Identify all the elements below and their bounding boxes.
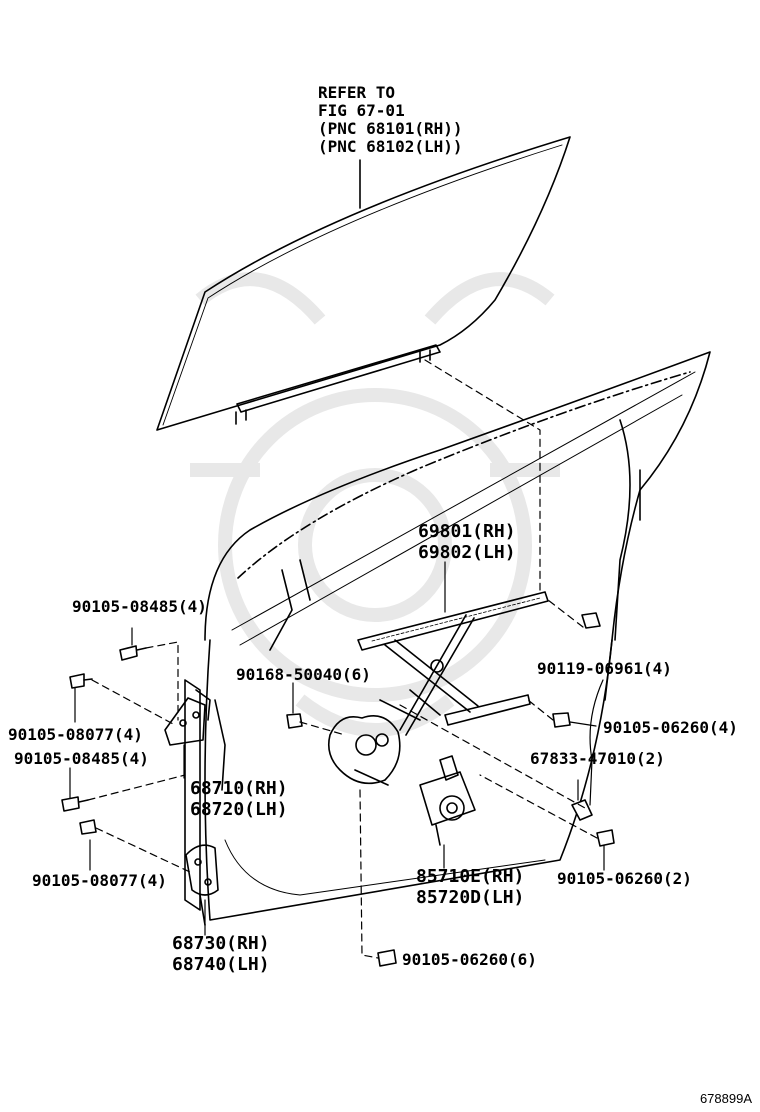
motor-rh-label: 85710E(RH) [416, 866, 525, 887]
bolt-08077-low-label: 90105-08077(4) [32, 871, 167, 890]
upper-hinge-lh-label: 68720(LH) [190, 799, 288, 820]
illustration-code: 678899A [699, 1091, 752, 1106]
refer-pnc-lh-label: (PNC 68102(LH)) [318, 137, 463, 156]
refer-to-label: REFER TO [318, 83, 396, 102]
dashed-leader-lines [87, 359, 598, 959]
watermark-emblem [190, 272, 560, 737]
upper-hinge-rh-label: 68710(RH) [190, 778, 288, 799]
bolt-icons [61, 612, 615, 967]
lower-hinge-rh-label: 68730(RH) [172, 933, 270, 954]
lower-hinge-lh-label: 68740(LH) [172, 954, 270, 975]
lower-hinge [185, 844, 219, 926]
refer-pnc-rh-label: (PNC 68101(RH)) [318, 119, 463, 138]
bolt-08485-top-label: 90105-08485(4) [72, 597, 207, 616]
bolt-06260-c-label: 90105-06260(6) [402, 950, 537, 969]
regulator-lh-label: 69802(LH) [418, 542, 516, 563]
bolt-06260-b-label: 90105-06260(2) [557, 869, 692, 888]
bolt-50040-label: 90168-50040(6) [236, 665, 371, 684]
refer-fig-label: FIG 67-01 [318, 101, 405, 120]
clip-47010-label: 67833-47010(2) [530, 749, 665, 768]
door-glass [156, 136, 571, 431]
bolt-06260-a-label: 90105-06260(4) [603, 718, 738, 737]
window-motor [419, 755, 476, 846]
motor-lh-label: 85720D(LH) [416, 887, 525, 908]
bolt-08485-mid-label: 90105-08485(4) [14, 749, 149, 768]
front-door-frame [184, 351, 711, 921]
regulator-rh-label: 69801(RH) [418, 521, 516, 542]
solid-leader-lines [69, 561, 605, 936]
bolt-06961-label: 90119-06961(4) [537, 659, 672, 678]
upper-hinge [164, 689, 211, 746]
bolt-08077-top-label: 90105-08077(4) [8, 725, 143, 744]
